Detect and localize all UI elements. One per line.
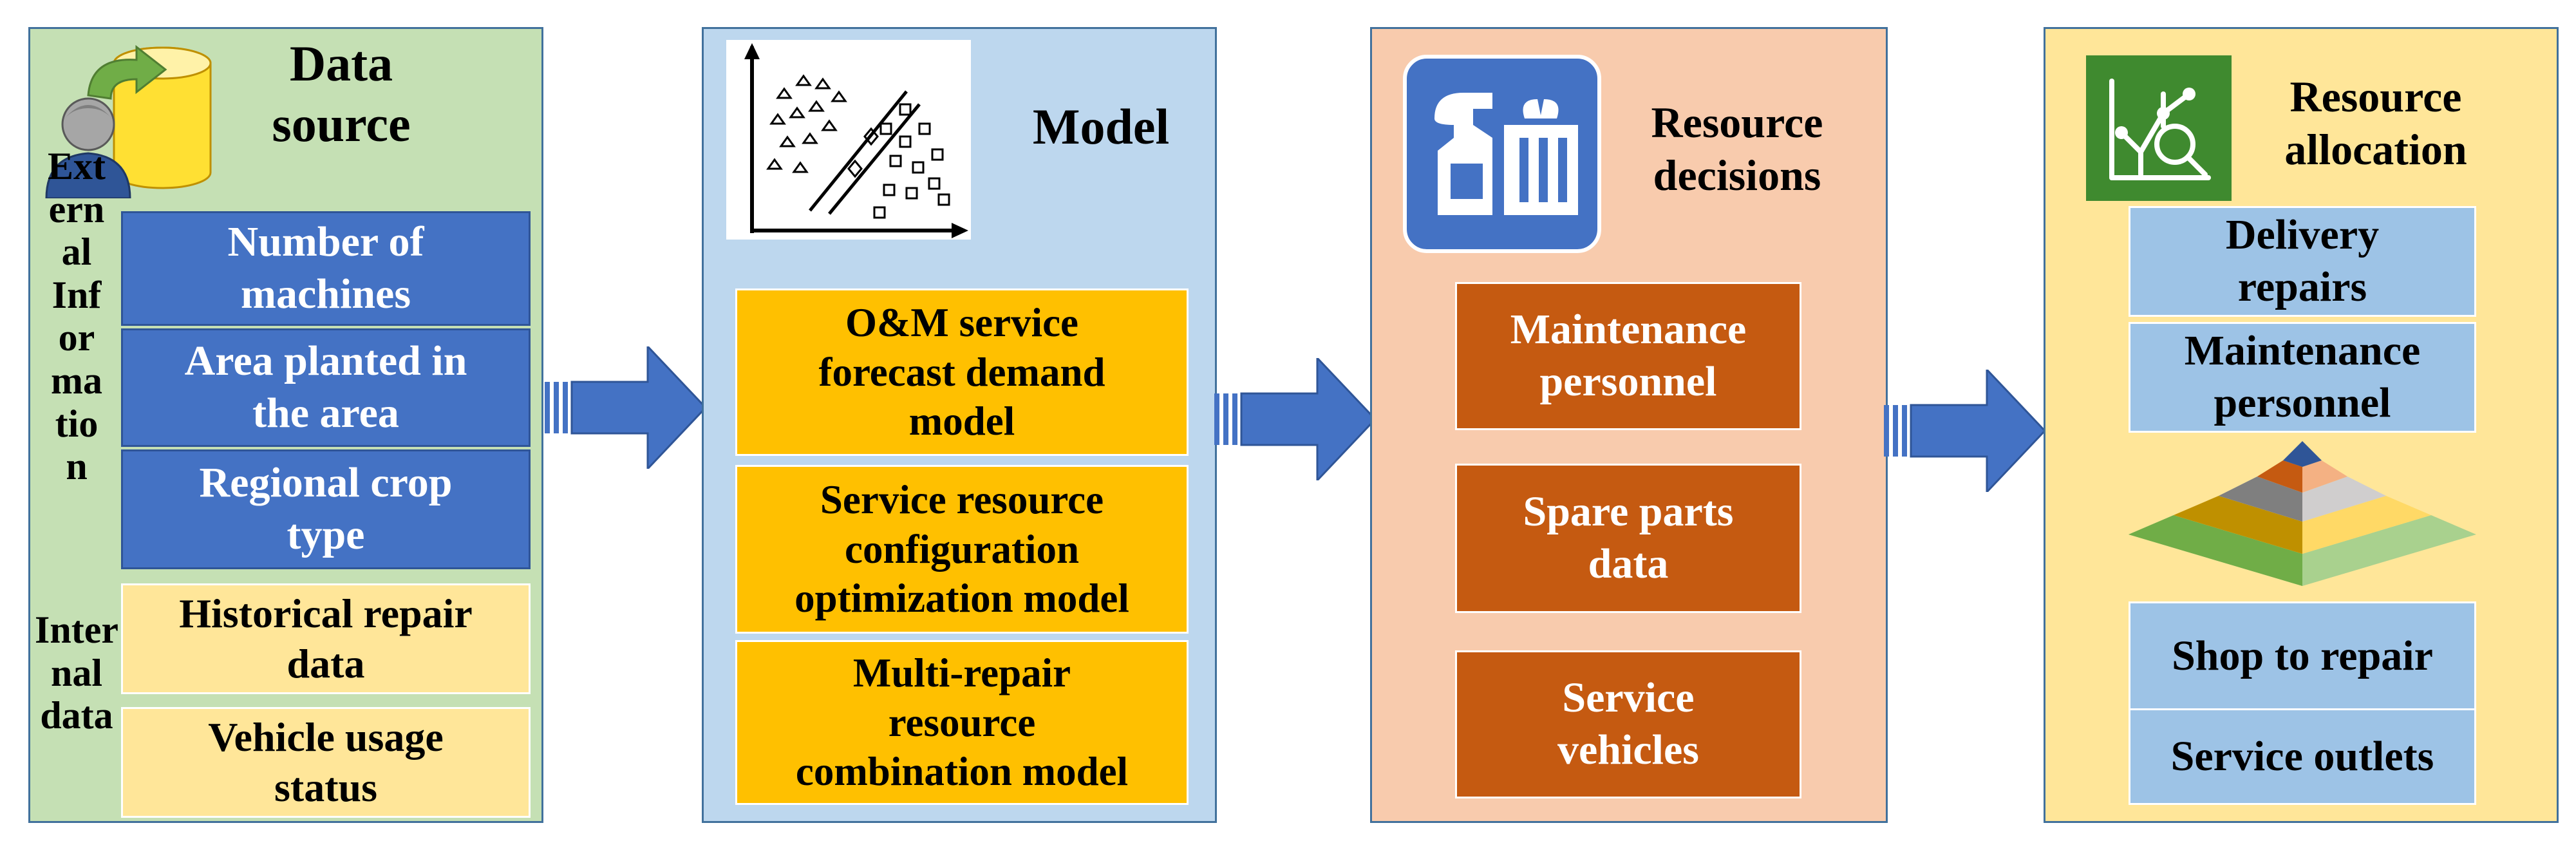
resource-allocation-title: Resource allocation — [2284, 72, 2467, 174]
shop-to-repair-box: Shop to repair — [2129, 601, 2476, 711]
flow-arrow-2 — [1214, 358, 1377, 480]
flow-arrow-1 — [545, 346, 708, 469]
analytics-search-icon — [2086, 55, 2232, 201]
internal-data-label: Inter nal data — [35, 609, 118, 737]
layered-pyramid-icon — [2129, 441, 2476, 586]
external-information-label: Ext ern al Inf or ma tio n — [48, 145, 106, 488]
decision-tools-icon — [1403, 55, 1601, 253]
database-user-icon — [45, 44, 212, 198]
data-source-title: Data source — [272, 35, 411, 152]
service-outlets-box: Service outlets — [2129, 708, 2476, 805]
scatter-classification-icon — [726, 40, 971, 240]
resource-decisions-title: Resource decisions — [1651, 98, 1823, 200]
model-title: Model — [1032, 99, 1170, 155]
flow-arrow-3 — [1884, 370, 2047, 492]
